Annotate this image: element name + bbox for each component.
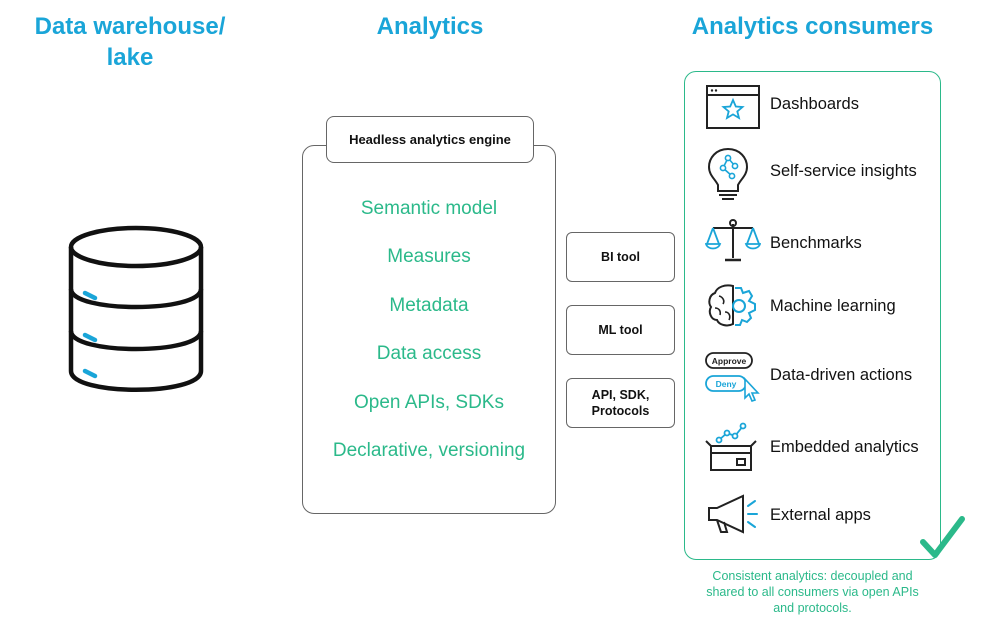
consumer-self-service-insights: Self-service insights	[770, 162, 917, 180]
consumer-benchmarks: Benchmarks	[770, 234, 862, 252]
checkmark-icon	[920, 516, 965, 558]
database-icon	[68, 225, 204, 392]
feature-semantic-model: Semantic model	[360, 198, 498, 219]
scales-icon	[705, 219, 761, 262]
consumer-data-driven-actions: Data-driven actions	[770, 366, 913, 384]
box-chart-icon	[705, 422, 757, 471]
consumer-embedded-analytics: Embedded analytics	[770, 438, 919, 456]
warehouse-title: Data warehouse/ lake	[34, 13, 226, 71]
consumers-title: Analytics consumers	[691, 13, 934, 40]
dashboard-star-icon	[706, 85, 760, 129]
api-sdk-box: API, SDK, Protocols	[566, 378, 675, 428]
feature-declarative: Declarative, versioning	[332, 440, 526, 461]
footnote: Consistent analytics: decoupled and shar…	[706, 569, 919, 615]
deny-icon-text: Deny	[716, 379, 737, 389]
ml-tool-box: ML tool	[566, 305, 675, 355]
engine-title: Headless analytics engine	[326, 116, 534, 163]
consumer-machine-learning: Machine learning	[770, 297, 896, 315]
brain-gear-icon	[708, 284, 756, 327]
consumer-dashboards: Dashboards	[770, 95, 859, 113]
feature-data-access: Data access	[376, 343, 482, 364]
consumer-external-apps: External apps	[770, 506, 871, 524]
analytics-engine-panel	[302, 145, 556, 514]
approve-icon-text: Approve	[712, 356, 747, 366]
lightbulb-icon	[707, 147, 749, 200]
analytics-title: Analytics	[376, 13, 484, 40]
consumers-panel	[684, 71, 941, 560]
megaphone-icon	[708, 494, 758, 534]
bi-tool-box: BI tool	[566, 232, 675, 282]
approve-deny-icon: Approve Deny	[705, 352, 760, 402]
feature-measures: Measures	[387, 246, 471, 267]
feature-open-apis: Open APIs, SDKs	[354, 392, 504, 413]
feature-metadata: Metadata	[389, 295, 469, 316]
